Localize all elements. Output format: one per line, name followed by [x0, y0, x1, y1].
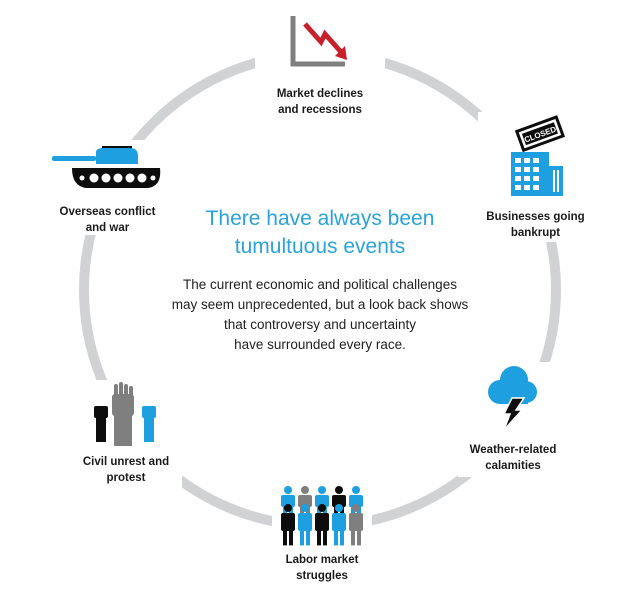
event-label: protest	[106, 472, 146, 484]
event-label: Civil unrest and	[82, 456, 170, 468]
worker-figure	[281, 504, 295, 546]
intro-paragraph: The current economic and political chall…	[130, 275, 510, 355]
worker-figure	[298, 504, 312, 546]
event-market-declines: Market declines and recessions	[255, 8, 385, 118]
worker-figure	[315, 486, 329, 517]
tank-icon	[51, 146, 160, 188]
worker-figure	[298, 486, 312, 517]
worker-figure	[332, 486, 346, 517]
raised-fists-icon	[94, 382, 156, 446]
event-businesses-bankrupt: CLOSED Businesses going bankrupt	[478, 112, 593, 242]
paragraph-line: have surrounded every race.	[234, 337, 406, 352]
event-label: bankrupt	[510, 227, 561, 239]
closed-building-icon: CLOSED	[510, 115, 565, 196]
event-label: struggles	[296, 570, 348, 582]
worker-figure	[349, 504, 363, 546]
headline-line: tumultuous events	[234, 235, 406, 258]
event-label: Overseas conflict	[59, 206, 156, 218]
declining-chart-icon	[290, 16, 347, 67]
worker-figure	[332, 504, 346, 546]
storm-cloud-icon	[488, 366, 537, 431]
paragraph-line: may seem unprecedented, but a look back …	[171, 297, 469, 312]
event-label: calamities	[485, 460, 541, 472]
event-label: Weather-related	[469, 444, 557, 456]
headline-line: There have always been	[205, 207, 435, 230]
event-overseas-conflict: Overseas conflict and war	[45, 140, 170, 235]
event-label: and recessions	[278, 104, 362, 116]
workers-group-icon	[281, 486, 363, 546]
paragraph-line: The current economic and political chall…	[183, 277, 457, 292]
paragraph-line: that controversy and uncertainty	[223, 317, 417, 332]
event-label: Businesses going	[486, 211, 585, 223]
worker-figure	[315, 504, 329, 546]
event-label: and war	[85, 222, 130, 234]
worker-figure	[281, 486, 295, 517]
event-weather-calamities: Weather-related calamities	[458, 362, 568, 477]
event-labor-market: Labor market struggles	[272, 484, 372, 590]
headline: There have always been tumultuous events	[160, 205, 480, 261]
event-label: Market declines	[276, 88, 364, 100]
event-civil-unrest: Civil unrest and protest	[70, 380, 182, 490]
event-label: Labor market	[285, 554, 359, 566]
worker-figure	[349, 486, 363, 517]
